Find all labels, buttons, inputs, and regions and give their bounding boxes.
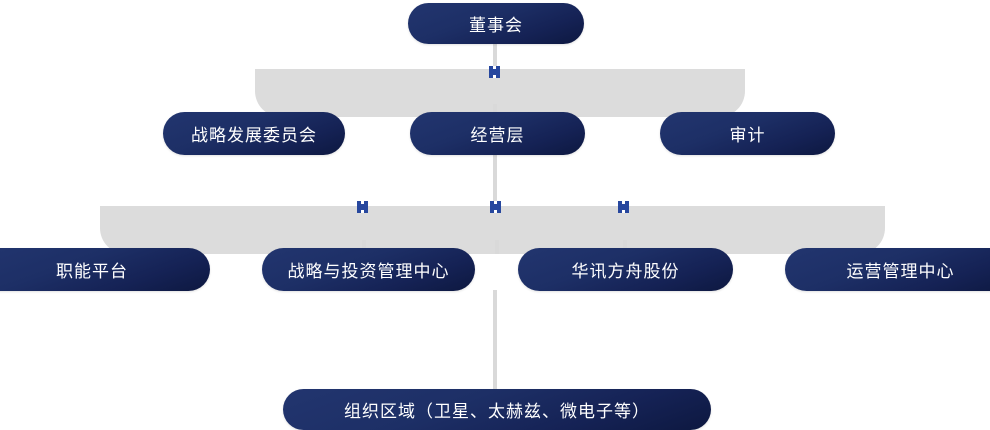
node-strategy-committee[interactable]: 战略发展委员会	[163, 112, 345, 155]
node-huaxun[interactable]: 华讯方舟股份	[518, 248, 733, 291]
connector-band2-to-huaxun	[495, 240, 499, 254]
node-management[interactable]: 经营层	[410, 112, 585, 155]
junction-marker-left	[357, 201, 368, 213]
connector-board-to-management	[493, 36, 497, 74]
node-investment-center-label: 战略与投资管理中心	[287, 262, 450, 281]
node-investment-center[interactable]: 战略与投资管理中心	[262, 248, 475, 291]
node-management-label: 经营层	[470, 126, 525, 145]
node-audit[interactable]: 审计	[660, 112, 835, 155]
connector-band2-to-investment-center	[362, 240, 366, 254]
node-huaxun-label: 华讯方舟股份	[571, 262, 680, 281]
connector-band-level-2	[100, 206, 885, 254]
node-strategy-committee-label: 战略发展委员会	[191, 126, 317, 145]
node-function-platform[interactable]: 职能平台	[0, 248, 210, 291]
node-operations-center-label: 运营管理中心	[846, 262, 955, 281]
node-region-label: 组织区域（卫星、太赫兹、微电子等）	[344, 402, 650, 421]
node-audit-label: 审计	[729, 126, 766, 145]
connector-band2-to-operations-center	[623, 240, 627, 254]
connector-band-level-1	[255, 69, 745, 117]
junction-marker-right	[618, 201, 629, 213]
connector-to-region	[493, 290, 497, 390]
connector-band1-to-management	[493, 104, 497, 118]
node-region[interactable]: 组织区域（卫星、太赫兹、微电子等）	[283, 389, 711, 430]
junction-marker-center	[490, 201, 501, 213]
node-board-label: 董事会	[469, 16, 523, 35]
junction-marker-top	[489, 66, 500, 78]
node-operations-center[interactable]: 运营管理中心	[785, 248, 990, 291]
connector-management-to-band2	[493, 155, 497, 211]
node-function-platform-label: 职能平台	[56, 262, 128, 281]
node-board[interactable]: 董事会	[408, 3, 584, 44]
